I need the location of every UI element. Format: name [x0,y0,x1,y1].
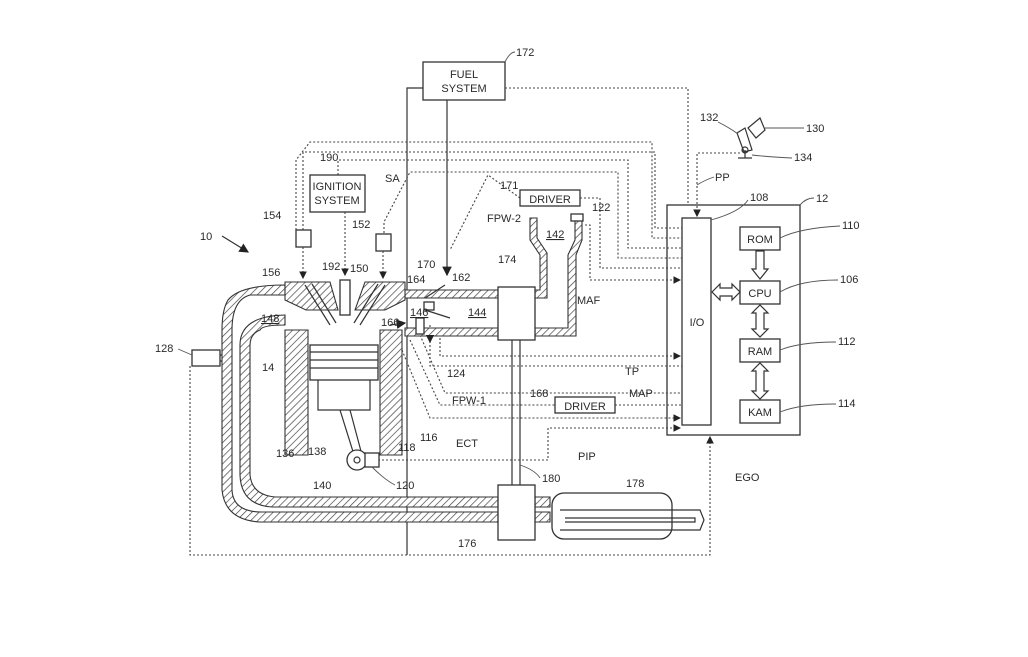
fuel-system-label-2: SYSTEM [441,83,486,95]
crankshaft-140 [347,450,367,470]
cpu-label: CPU [748,288,771,300]
ref-166: 166 [381,317,399,329]
signal-fpw-1: FPW-1 [452,395,486,407]
ref-172: 172 [516,47,534,59]
ref-144: 144 [468,307,486,319]
controller-12: I/O ROM CPU RAM KAM [667,205,800,435]
ref-170: 170 [417,259,435,271]
ref-150: 150 [350,263,368,275]
signal-pp: PP [715,172,730,184]
ref-192: 192 [322,261,340,273]
ref-148: 148 [261,313,279,325]
throttle-plate-162 [425,310,450,318]
box-174 [498,287,535,340]
sensor-124 [416,318,424,334]
ref-180: 180 [542,473,560,485]
signal-tp: TP [625,366,639,378]
ref-146: 146 [410,307,428,319]
ram-label: RAM [748,346,772,358]
spark-plug-192 [340,280,350,315]
ref-132: 132 [700,112,718,124]
ref-142: 142 [546,229,564,241]
catalytic-converter-178 [552,493,672,539]
ref-168: 168 [530,388,548,400]
ignition-label-2: SYSTEM [314,195,359,207]
ref-152: 152 [352,219,370,231]
ref-178: 178 [626,478,644,490]
driver-171-label: DRIVER [529,194,571,206]
ref-140: 140 [313,480,331,492]
ref-124: 124 [447,368,465,380]
fuel-system-label: FUEL [450,69,478,81]
ref-118: 118 [398,442,416,454]
shaft-180 [512,340,520,485]
ref-154: 154 [263,210,281,222]
signal-sa: SA [385,173,400,185]
ref-174: 174 [498,254,516,266]
cylinder-wall-left [285,330,308,455]
ref-171: 171 [500,180,518,192]
io-label: I/O [690,317,705,329]
crank-sensor-118 [365,453,379,467]
exhaust-inner [240,315,498,507]
ref-120: 120 [396,480,414,492]
ref-112: 112 [838,336,856,348]
maf-sensor [571,214,583,221]
ref-130: 130 [806,123,824,135]
actuator-154 [296,230,311,247]
driver-168-label: DRIVER [564,401,606,413]
box-176 [498,485,535,540]
ref-176: 176 [458,538,476,550]
kam-label: KAM [748,407,772,419]
ref-110: 110 [842,220,860,232]
ref-14: 14 [262,362,274,374]
signal-pip: PIP [578,451,596,463]
signal-ect: ECT [456,438,478,450]
ignition-system-block: IGNITION SYSTEM [310,175,365,212]
signal-maf: MAF [577,295,601,307]
rom-label: ROM [747,234,773,246]
ref-12: 12 [816,193,828,205]
intake-manifold-upper [405,290,498,298]
ref-106: 106 [840,274,858,286]
ref-136: 136 [276,448,294,460]
ref-114: 114 [838,398,856,410]
ref-10: 10 [200,231,212,243]
ref-128: 128 [155,343,173,355]
ref-122: 122 [592,202,610,214]
ref-138: 138 [308,446,326,458]
signal-map: MAP [629,388,653,400]
accelerator-pedal-icon [737,118,765,158]
ref-190: 190 [320,152,338,164]
ref-164: 164 [407,274,425,286]
ref-108: 108 [750,192,768,204]
ref-156: 156 [262,267,280,279]
signal-fpw-2: FPW-2 [487,213,521,225]
fuel-system-block: FUEL SYSTEM [423,62,505,100]
cylinder-wall-right [380,330,402,455]
actuator-152 [376,234,391,251]
sensor-128 [192,350,220,366]
ref-134: 134 [794,152,812,164]
ignition-label: IGNITION [313,181,362,193]
ref-162: 162 [452,272,470,284]
ref-116: 116 [420,432,438,444]
piston-138 [310,345,378,458]
cylinder-head-right [355,282,405,310]
signal-ego: EGO [735,472,760,484]
